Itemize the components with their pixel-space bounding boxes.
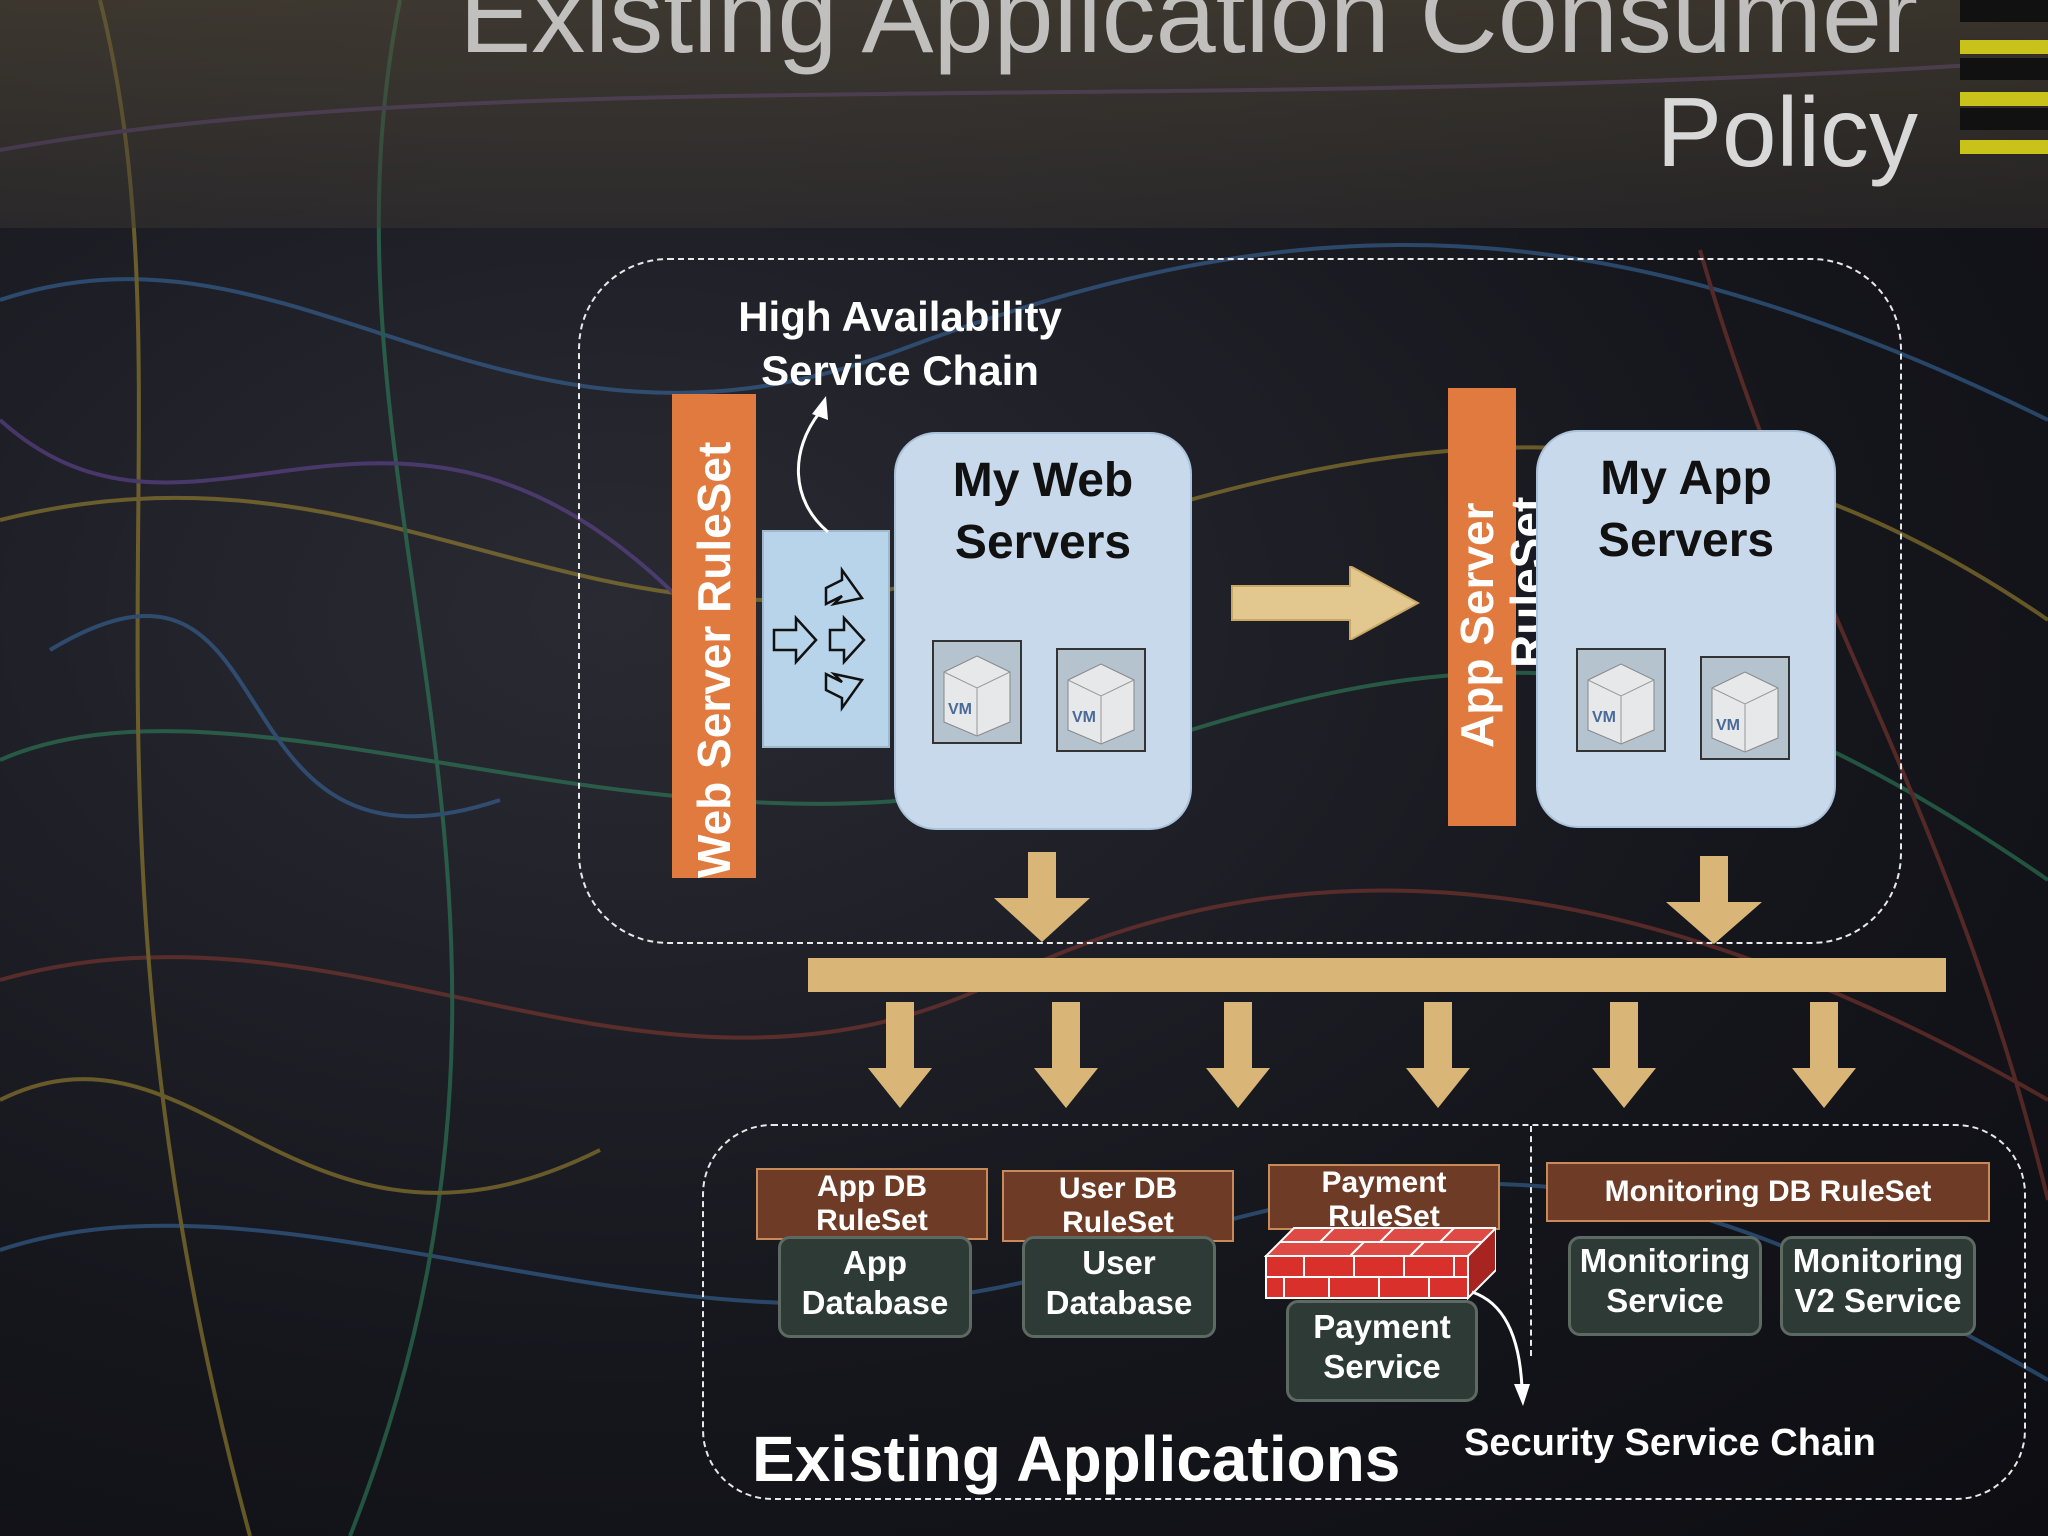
bus-down-arrow (1592, 1002, 1656, 1108)
ha-service-chain-box (762, 530, 890, 748)
bus-down-arrow (1406, 1002, 1470, 1108)
web-to-app-arrow (1231, 566, 1420, 640)
vm-label: VM (1592, 709, 1616, 726)
slide-title-line2: Policy (1656, 77, 1918, 187)
monitoring-db-ruleset-tag: Monitoring DB RuleSet (1546, 1162, 1990, 1222)
slide-title-line1: Existing Application Consumer (459, 0, 1918, 75)
web-server-ruleset-label: Web Server RuleSet (688, 441, 740, 878)
security-service-chain-label: Security Service Chain (1464, 1422, 1876, 1464)
corner-stripes (1960, 0, 2048, 160)
bus-down-arrow (1206, 1002, 1270, 1108)
vm-label: VM (948, 701, 972, 718)
bus-down-arrow (868, 1002, 932, 1108)
vm-label: VM (1716, 717, 1740, 734)
security-chain-pointer-arrow (1471, 1290, 1530, 1406)
vm-icon: VM (1576, 648, 1666, 752)
web-server-ruleset (672, 394, 756, 878)
vm-icon: VM (1056, 648, 1146, 752)
vm-icon: VM (1700, 656, 1790, 760)
web-to-bus-arrow (994, 852, 1090, 942)
vm-icon: VM (932, 640, 1022, 744)
web-servers-title: My Web Servers (952, 454, 1134, 569)
top-group-boundary (578, 258, 1902, 944)
ha-chain-pointer-arrow (796, 396, 829, 534)
firewall-icon (1264, 1226, 1496, 1300)
app-servers-box: My App Servers (1536, 430, 1836, 828)
existing-applications-caption: Existing Applications (752, 1423, 1401, 1495)
ha-chain-label: High Availability Service Chain (738, 293, 1062, 394)
connection-bus (808, 958, 1946, 992)
app-servers-title: My App Servers (1597, 452, 1775, 567)
vm-label: VM (1072, 709, 1096, 726)
existing-applications-boundary (702, 1124, 2026, 1500)
load-balancer-arrows-icon (772, 566, 866, 712)
app-server-ruleset (1448, 388, 1516, 826)
web-servers-box: My Web Servers (894, 432, 1192, 830)
bus-down-arrow (1792, 1002, 1856, 1108)
app-to-bus-arrow (1666, 856, 1762, 944)
title-band (0, 0, 2048, 228)
bus-down-arrow (1034, 1002, 1098, 1108)
monitoring-group-divider (1530, 1126, 1532, 1356)
